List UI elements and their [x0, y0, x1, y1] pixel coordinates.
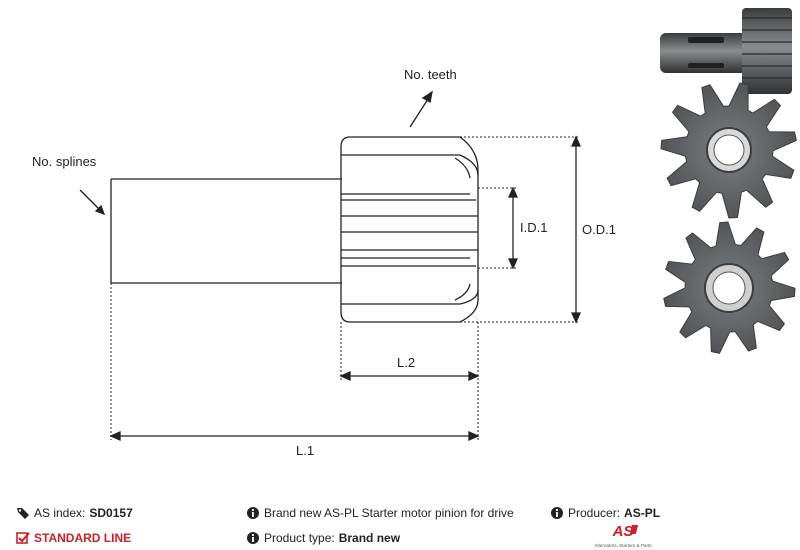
pinion-front-photo — [660, 82, 797, 219]
dimension-arrows — [79, 90, 582, 442]
pinion-side-photo — [660, 8, 792, 94]
as-index: AS index: SD0157 — [16, 506, 133, 520]
product-type: Product type: Brand new — [246, 531, 400, 545]
product-info-footer: AS index: SD0157 STANDARD LINE Brand new… — [0, 500, 800, 550]
producer-value: AS-PL — [624, 506, 661, 520]
info-icon — [246, 531, 260, 545]
producer-label: Producer: — [568, 506, 621, 520]
l1-label: L.1 — [296, 443, 314, 458]
od1-label: O.D.1 — [582, 222, 616, 237]
as-index-value: SD0157 — [89, 506, 133, 520]
no-splines-label: No. splines — [32, 154, 97, 169]
info-icon — [550, 506, 564, 520]
info-icon — [246, 506, 260, 520]
tag-icon — [16, 506, 30, 520]
logo-mark: AS — [612, 523, 634, 540]
description: Brand new AS-PL Starter motor pinion for… — [246, 506, 514, 520]
product-type-label: Product type: — [264, 531, 335, 545]
product-type-value: Brand new — [338, 531, 401, 545]
pinion-body — [340, 136, 479, 323]
no-teeth-label: No. teeth — [404, 67, 457, 82]
description-text: Brand new AS-PL Starter motor pinion for… — [264, 506, 514, 520]
shaft-outline — [110, 178, 342, 284]
standard-line-label: STANDARD LINE — [34, 531, 132, 545]
standard-line: STANDARD LINE — [16, 531, 131, 545]
pinion-back-photo — [663, 221, 796, 354]
producer: Producer: AS-PL — [550, 506, 660, 520]
dimension-guides — [110, 136, 578, 440]
as-pl-logo: AS Alternators, Starters & Parts — [594, 523, 652, 548]
technical-drawing: No. teeth No. splines I.D.1 O.D.1 L.2 L.… — [32, 8, 797, 458]
checkbox-icon — [16, 531, 30, 545]
logo-tagline: Alternators, Starters & Parts — [594, 543, 652, 548]
l2-label: L.2 — [397, 355, 415, 370]
as-index-label: AS index: — [34, 506, 86, 520]
id1-label: I.D.1 — [520, 220, 547, 235]
